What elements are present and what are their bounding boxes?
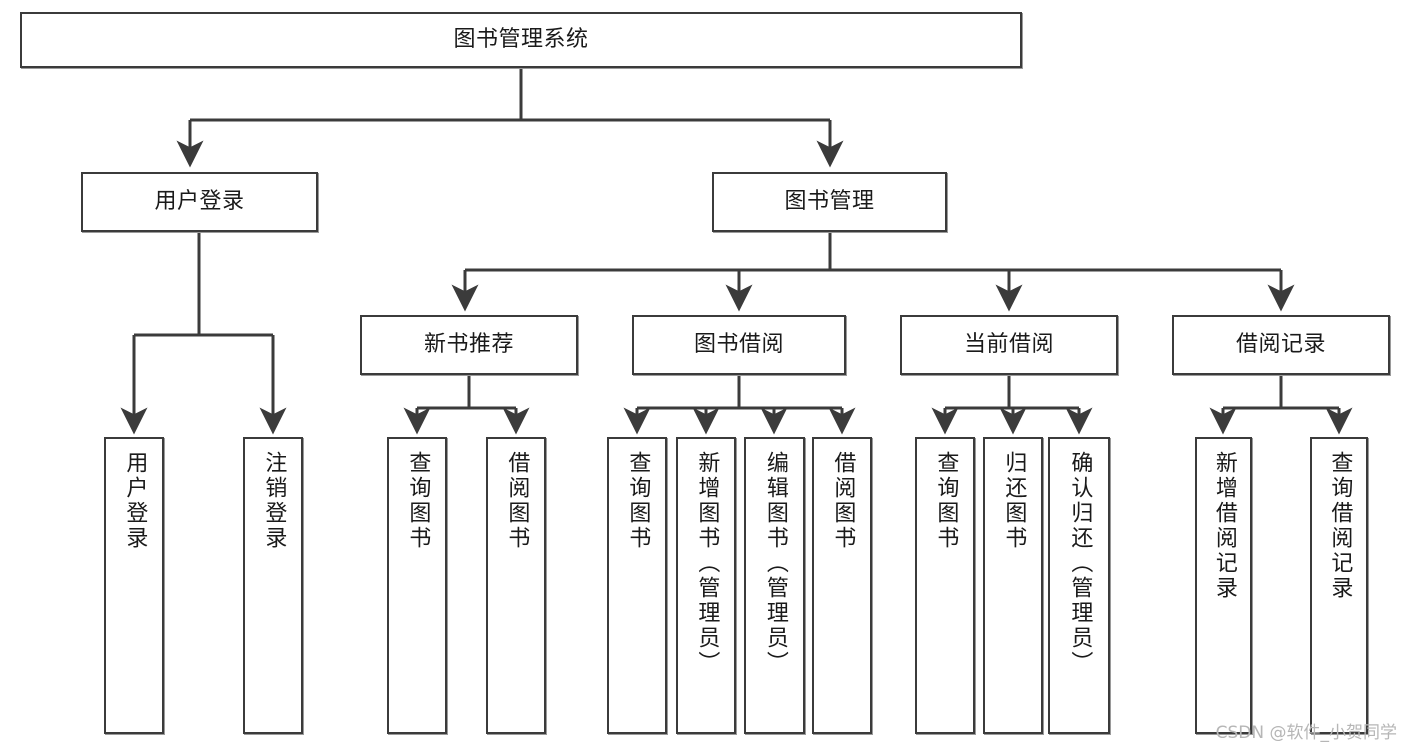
node-current-borrow-label: 当前借阅 bbox=[963, 331, 1054, 357]
node-leaf-query-book-2[interactable]: 查询图书 bbox=[607, 437, 667, 734]
node-leaf-add-book-label: 新增图书（管理员） bbox=[694, 451, 720, 676]
node-leaf-user-login[interactable]: 用户登录 bbox=[104, 437, 164, 734]
node-book-borrow-label: 图书借阅 bbox=[693, 331, 784, 357]
node-leaf-query-book-3-label: 查询图书 bbox=[933, 451, 959, 551]
node-new-book-recommend[interactable]: 新书推荐 bbox=[360, 315, 578, 375]
node-user-login-label: 用户登录 bbox=[154, 188, 245, 214]
node-leaf-query-record-label: 查询借阅记录 bbox=[1327, 451, 1353, 601]
node-leaf-edit-book[interactable]: 编辑图书（管理员） bbox=[744, 437, 805, 734]
node-leaf-user-login-label: 用户登录 bbox=[122, 451, 148, 551]
node-leaf-borrow-book-1-label: 借阅图书 bbox=[504, 451, 530, 551]
node-leaf-query-book-1-label: 查询图书 bbox=[405, 451, 431, 551]
watermark-text: CSDN @软件_小贺同学 bbox=[1215, 723, 1397, 743]
node-book-management[interactable]: 图书管理 bbox=[712, 172, 947, 232]
node-leaf-user-logout-label: 注销登录 bbox=[261, 451, 287, 551]
node-current-borrow[interactable]: 当前借阅 bbox=[900, 315, 1118, 375]
node-leaf-confirm-return-label: 确认归还（管理员） bbox=[1067, 451, 1093, 676]
node-book-management-label: 图书管理 bbox=[784, 188, 875, 214]
node-leaf-add-book[interactable]: 新增图书（管理员） bbox=[676, 437, 736, 734]
node-root[interactable]: 图书管理系统 bbox=[20, 12, 1022, 68]
node-leaf-return-book[interactable]: 归还图书 bbox=[983, 437, 1043, 734]
node-leaf-return-book-label: 归还图书 bbox=[1001, 451, 1027, 551]
node-book-borrow[interactable]: 图书借阅 bbox=[632, 315, 846, 375]
node-leaf-confirm-return[interactable]: 确认归还（管理员） bbox=[1048, 437, 1110, 734]
node-leaf-borrow-book-2[interactable]: 借阅图书 bbox=[812, 437, 872, 734]
node-borrow-records[interactable]: 借阅记录 bbox=[1172, 315, 1390, 375]
node-leaf-edit-book-label: 编辑图书（管理员） bbox=[762, 451, 788, 676]
node-leaf-borrow-book-2-label: 借阅图书 bbox=[830, 451, 856, 551]
node-leaf-query-record[interactable]: 查询借阅记录 bbox=[1310, 437, 1368, 734]
node-user-login[interactable]: 用户登录 bbox=[81, 172, 318, 232]
node-leaf-query-book-3[interactable]: 查询图书 bbox=[915, 437, 975, 734]
node-leaf-query-book-1[interactable]: 查询图书 bbox=[387, 437, 447, 734]
node-leaf-add-record[interactable]: 新增借阅记录 bbox=[1195, 437, 1252, 734]
node-leaf-add-record-label: 新增借阅记录 bbox=[1211, 451, 1237, 601]
node-root-label: 图书管理系统 bbox=[453, 26, 589, 52]
node-new-book-recommend-label: 新书推荐 bbox=[423, 331, 514, 357]
node-leaf-user-logout[interactable]: 注销登录 bbox=[243, 437, 303, 734]
node-borrow-records-label: 借阅记录 bbox=[1235, 331, 1326, 357]
node-leaf-query-book-2-label: 查询图书 bbox=[625, 451, 651, 551]
node-leaf-borrow-book-1[interactable]: 借阅图书 bbox=[486, 437, 546, 734]
